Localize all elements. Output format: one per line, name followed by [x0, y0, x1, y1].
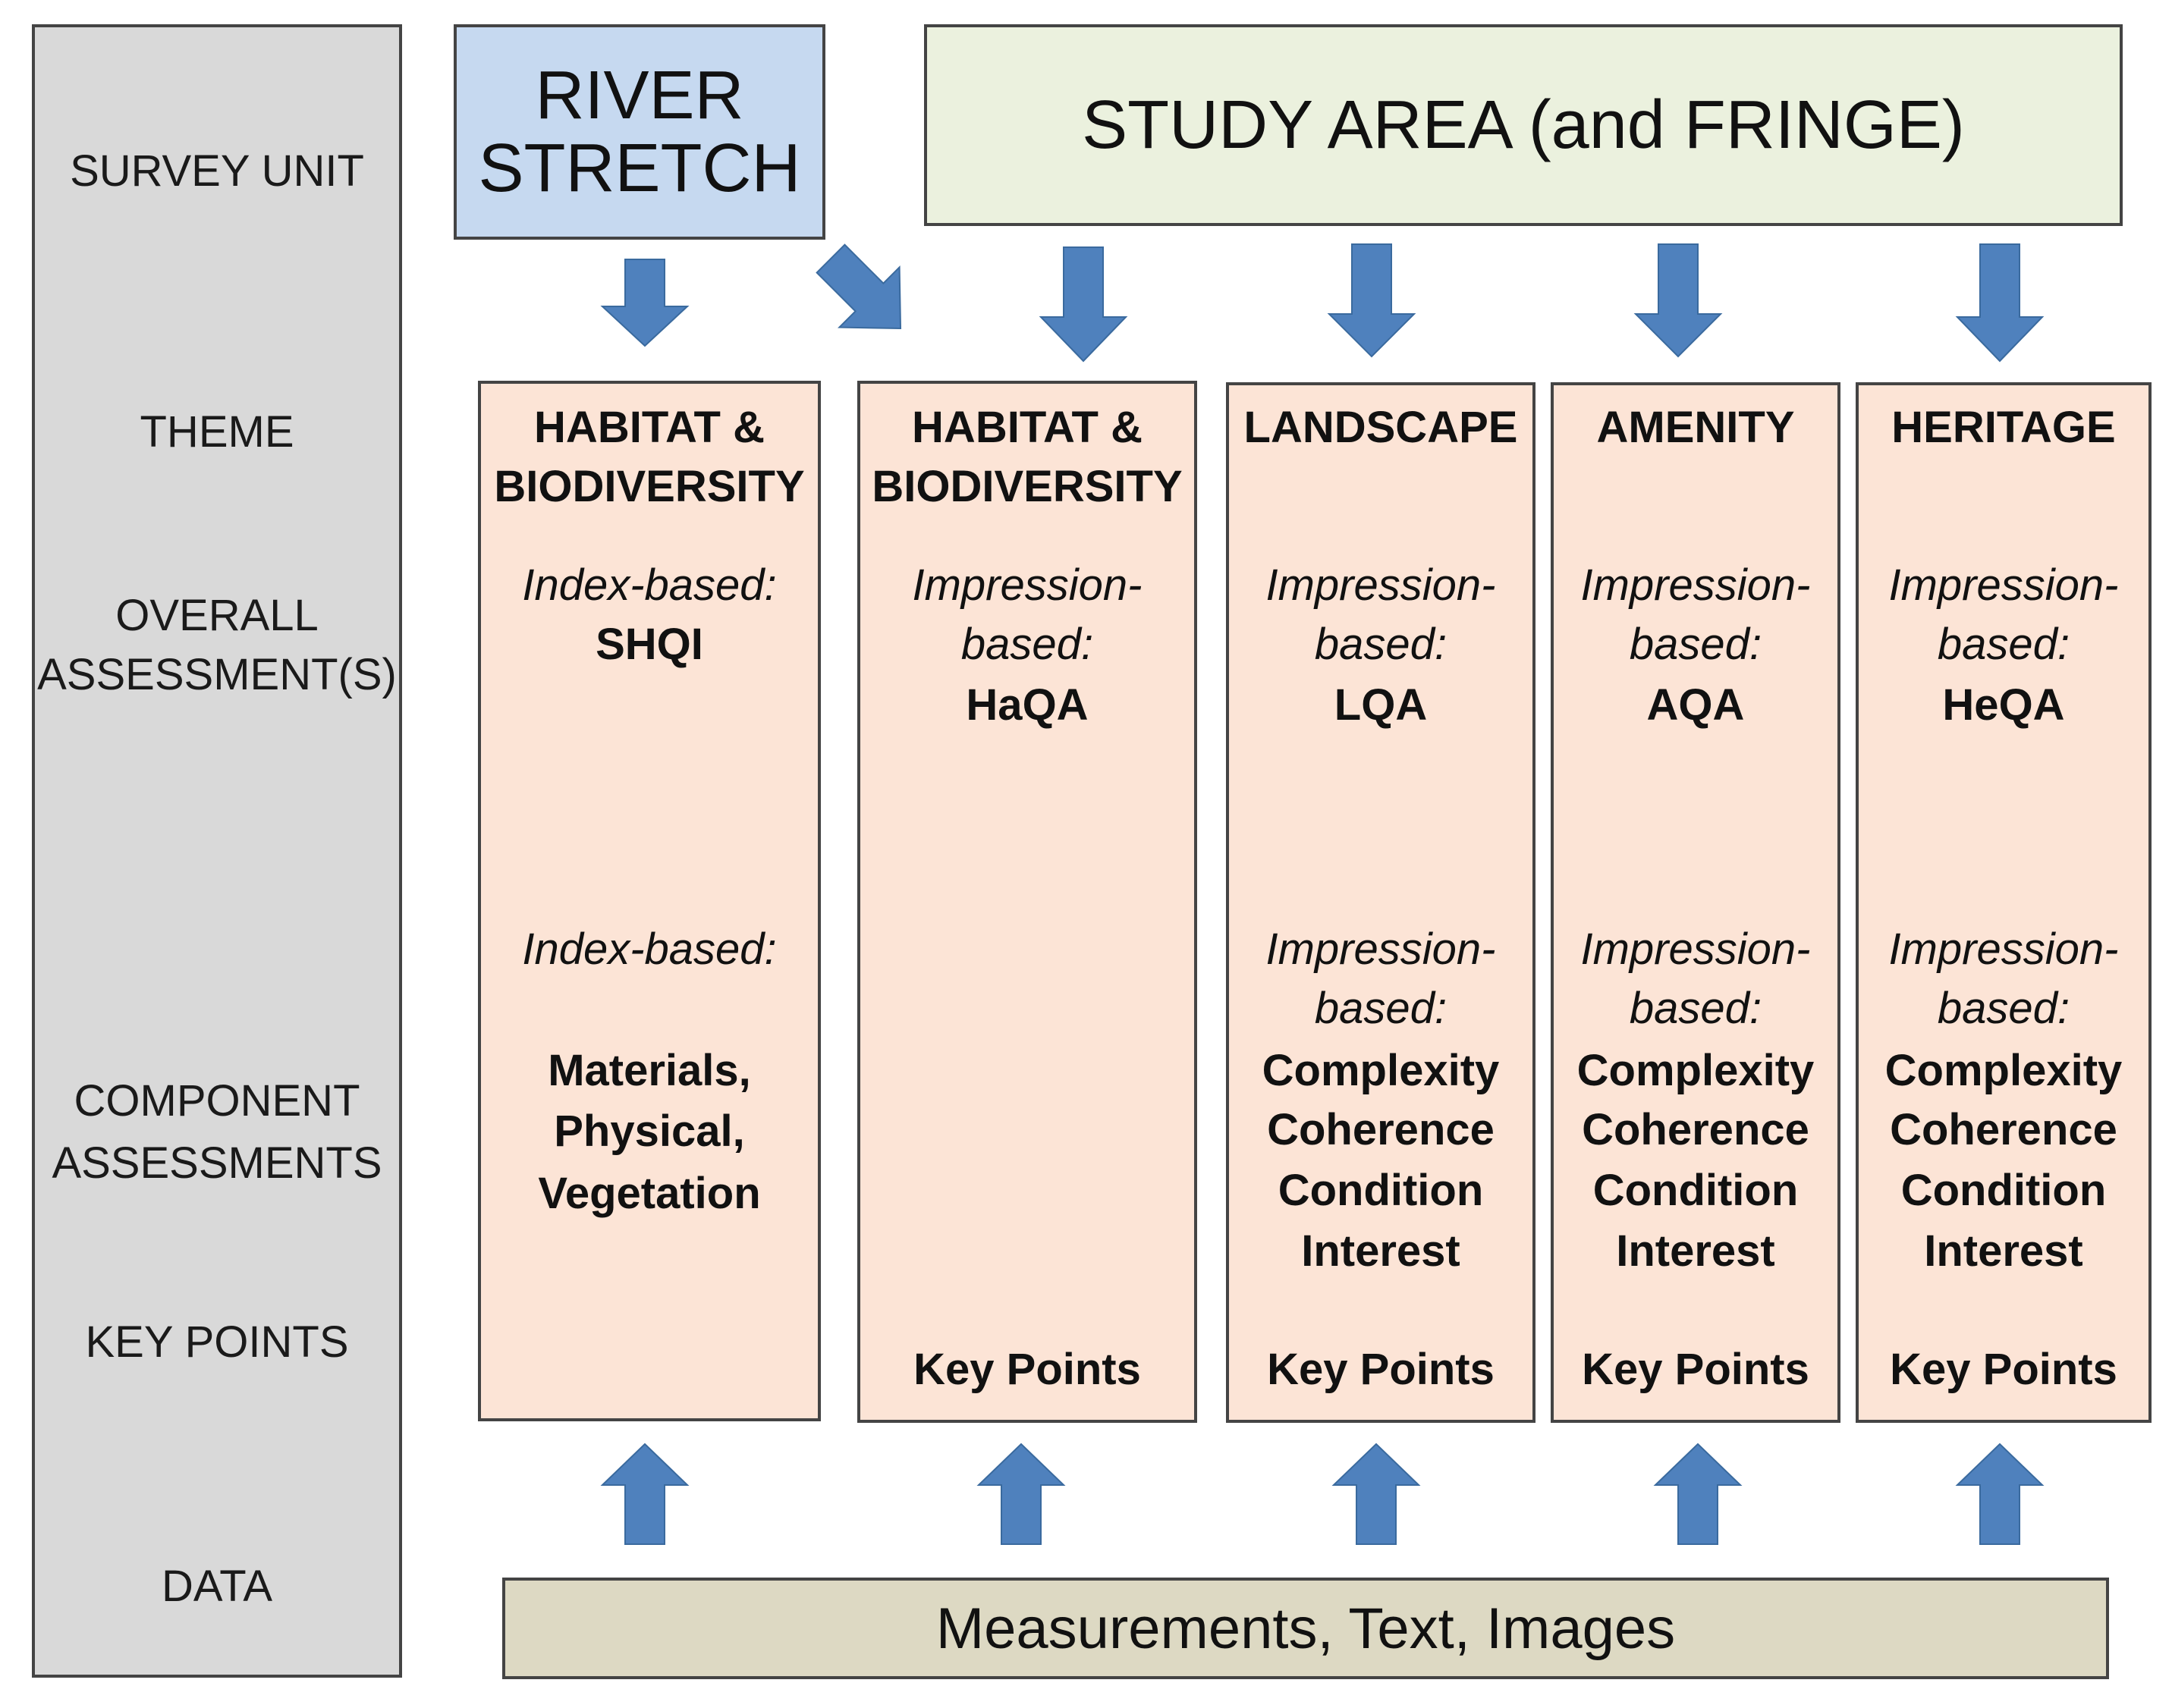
down-arrow-col1: [600, 259, 690, 347]
col1-overall-method: Index-based:: [522, 560, 777, 610]
col2-overall-method-line1: Impression-: [912, 560, 1143, 610]
river-stretch-line2: STRETCH: [478, 130, 801, 206]
column-landscape: LANDSCAPE Impression- based: LQA Impress…: [1226, 382, 1535, 1423]
row-label-survey-unit: SURVEY UNIT: [70, 146, 364, 196]
col2-key-points: Key Points: [913, 1345, 1141, 1394]
down-arrow-col4: [1633, 243, 1723, 358]
col2-theme-line1: HABITAT &: [912, 403, 1143, 452]
col3-component-item-3: Condition: [1278, 1166, 1484, 1215]
col3-component-item-4: Interest: [1301, 1226, 1460, 1276]
col3-overall-method-line2: based:: [1314, 620, 1447, 669]
row-label-key-points: KEY POINTS: [85, 1317, 349, 1367]
row-label-component-line2: ASSESSMENTS: [52, 1138, 382, 1188]
col3-component-item-1: Complexity: [1262, 1046, 1500, 1095]
row-labels-panel: SURVEY UNIT THEME OVERALL ASSESSMENT(S) …: [32, 24, 402, 1678]
down-arrow-col2: [1039, 246, 1128, 363]
col5-component-method-line2: based:: [1937, 984, 2070, 1033]
column-habitat-impression: HABITAT & BIODIVERSITY Impression- based…: [857, 381, 1197, 1423]
col5-component-item-3: Condition: [1900, 1166, 2107, 1215]
col1-component-item-1: Materials,: [548, 1046, 751, 1095]
col1-component-item-3: Vegetation: [538, 1169, 761, 1218]
data-sources-label: Measurements, Text, Images: [935, 1596, 1676, 1661]
up-arrow-col1: [600, 1443, 690, 1545]
col1-theme-line2: BIODIVERSITY: [494, 462, 805, 511]
col4-key-points: Key Points: [1582, 1345, 1809, 1394]
up-arrow-col5: [1955, 1443, 2045, 1545]
down-arrow-col5: [1955, 243, 2045, 363]
col3-overall-method-line1: Impression-: [1265, 560, 1496, 610]
col3-component-item-2: Coherence: [1267, 1105, 1495, 1154]
row-label-overall-line2: ASSESSMENT(S): [37, 650, 397, 699]
up-arrow-col4: [1653, 1443, 1743, 1545]
col5-key-points: Key Points: [1890, 1345, 2117, 1394]
col5-overall-method-line2: based:: [1937, 620, 2070, 669]
river-stretch-box: RIVER STRETCH: [454, 24, 825, 240]
col1-component-method: Index-based:: [522, 925, 777, 974]
col5-component-item-1: Complexity: [1884, 1046, 2123, 1095]
down-arrow-col3: [1327, 243, 1416, 358]
col3-component-method-line1: Impression-: [1265, 925, 1496, 974]
col4-overall-method-line2: based:: [1629, 620, 1762, 669]
col1-component-item-2: Physical,: [554, 1107, 745, 1156]
col4-overall-index: AQA: [1646, 680, 1745, 730]
col4-theme: AMENITY: [1596, 403, 1795, 452]
col5-component-item-4: Interest: [1924, 1226, 2083, 1276]
row-label-overall-line1: OVERALL: [115, 591, 319, 640]
row-label-theme: THEME: [140, 407, 294, 457]
col2-overall-index: HaQA: [966, 680, 1089, 730]
up-arrow-col3: [1331, 1443, 1421, 1545]
col4-component-method-line2: based:: [1629, 984, 1762, 1033]
col2-overall-method-line2: based:: [960, 620, 1094, 669]
col2-theme-line2: BIODIVERSITY: [872, 462, 1183, 511]
col4-component-item-4: Interest: [1616, 1226, 1775, 1276]
col4-overall-method-line1: Impression-: [1580, 560, 1811, 610]
col4-component-item-2: Coherence: [1582, 1105, 1809, 1154]
col1-overall-index: SHQI: [596, 620, 703, 669]
column-heritage: HERITAGE Impression- based: HeQA Impress…: [1856, 382, 2152, 1423]
col3-component-method-line2: based:: [1314, 984, 1447, 1033]
diagonal-arrow-col2: [816, 243, 902, 330]
col5-theme: HERITAGE: [1891, 403, 2116, 452]
col4-component-item-1: Complexity: [1576, 1046, 1815, 1095]
col5-overall-method-line1: Impression-: [1888, 560, 2119, 610]
column-habitat-index: HABITAT & BIODIVERSITY Index-based: SHQI…: [478, 381, 821, 1421]
col4-component-method-line1: Impression-: [1580, 925, 1811, 974]
row-label-data: DATA: [161, 1562, 273, 1611]
column-amenity: AMENITY Impression- based: AQA Impressio…: [1551, 382, 1840, 1423]
col1-theme-line1: HABITAT &: [534, 403, 765, 452]
col4-component-item-3: Condition: [1592, 1166, 1799, 1215]
data-sources-box: Measurements, Text, Images: [502, 1578, 2109, 1679]
study-area-box: STUDY AREA (and FRINGE): [924, 24, 2123, 226]
col5-component-item-2: Coherence: [1890, 1105, 2117, 1154]
col5-overall-index: HeQA: [1942, 680, 2065, 730]
col3-overall-index: LQA: [1334, 680, 1428, 730]
river-stretch-line1: RIVER: [535, 58, 744, 133]
col3-key-points: Key Points: [1267, 1345, 1495, 1394]
row-label-component-line1: COMPONENT: [74, 1076, 360, 1126]
up-arrow-col2: [976, 1443, 1066, 1545]
study-area-label: STUDY AREA (and FRINGE): [1082, 86, 1965, 163]
col5-component-method-line1: Impression-: [1888, 925, 2119, 974]
col3-theme: LANDSCAPE: [1243, 403, 1518, 452]
